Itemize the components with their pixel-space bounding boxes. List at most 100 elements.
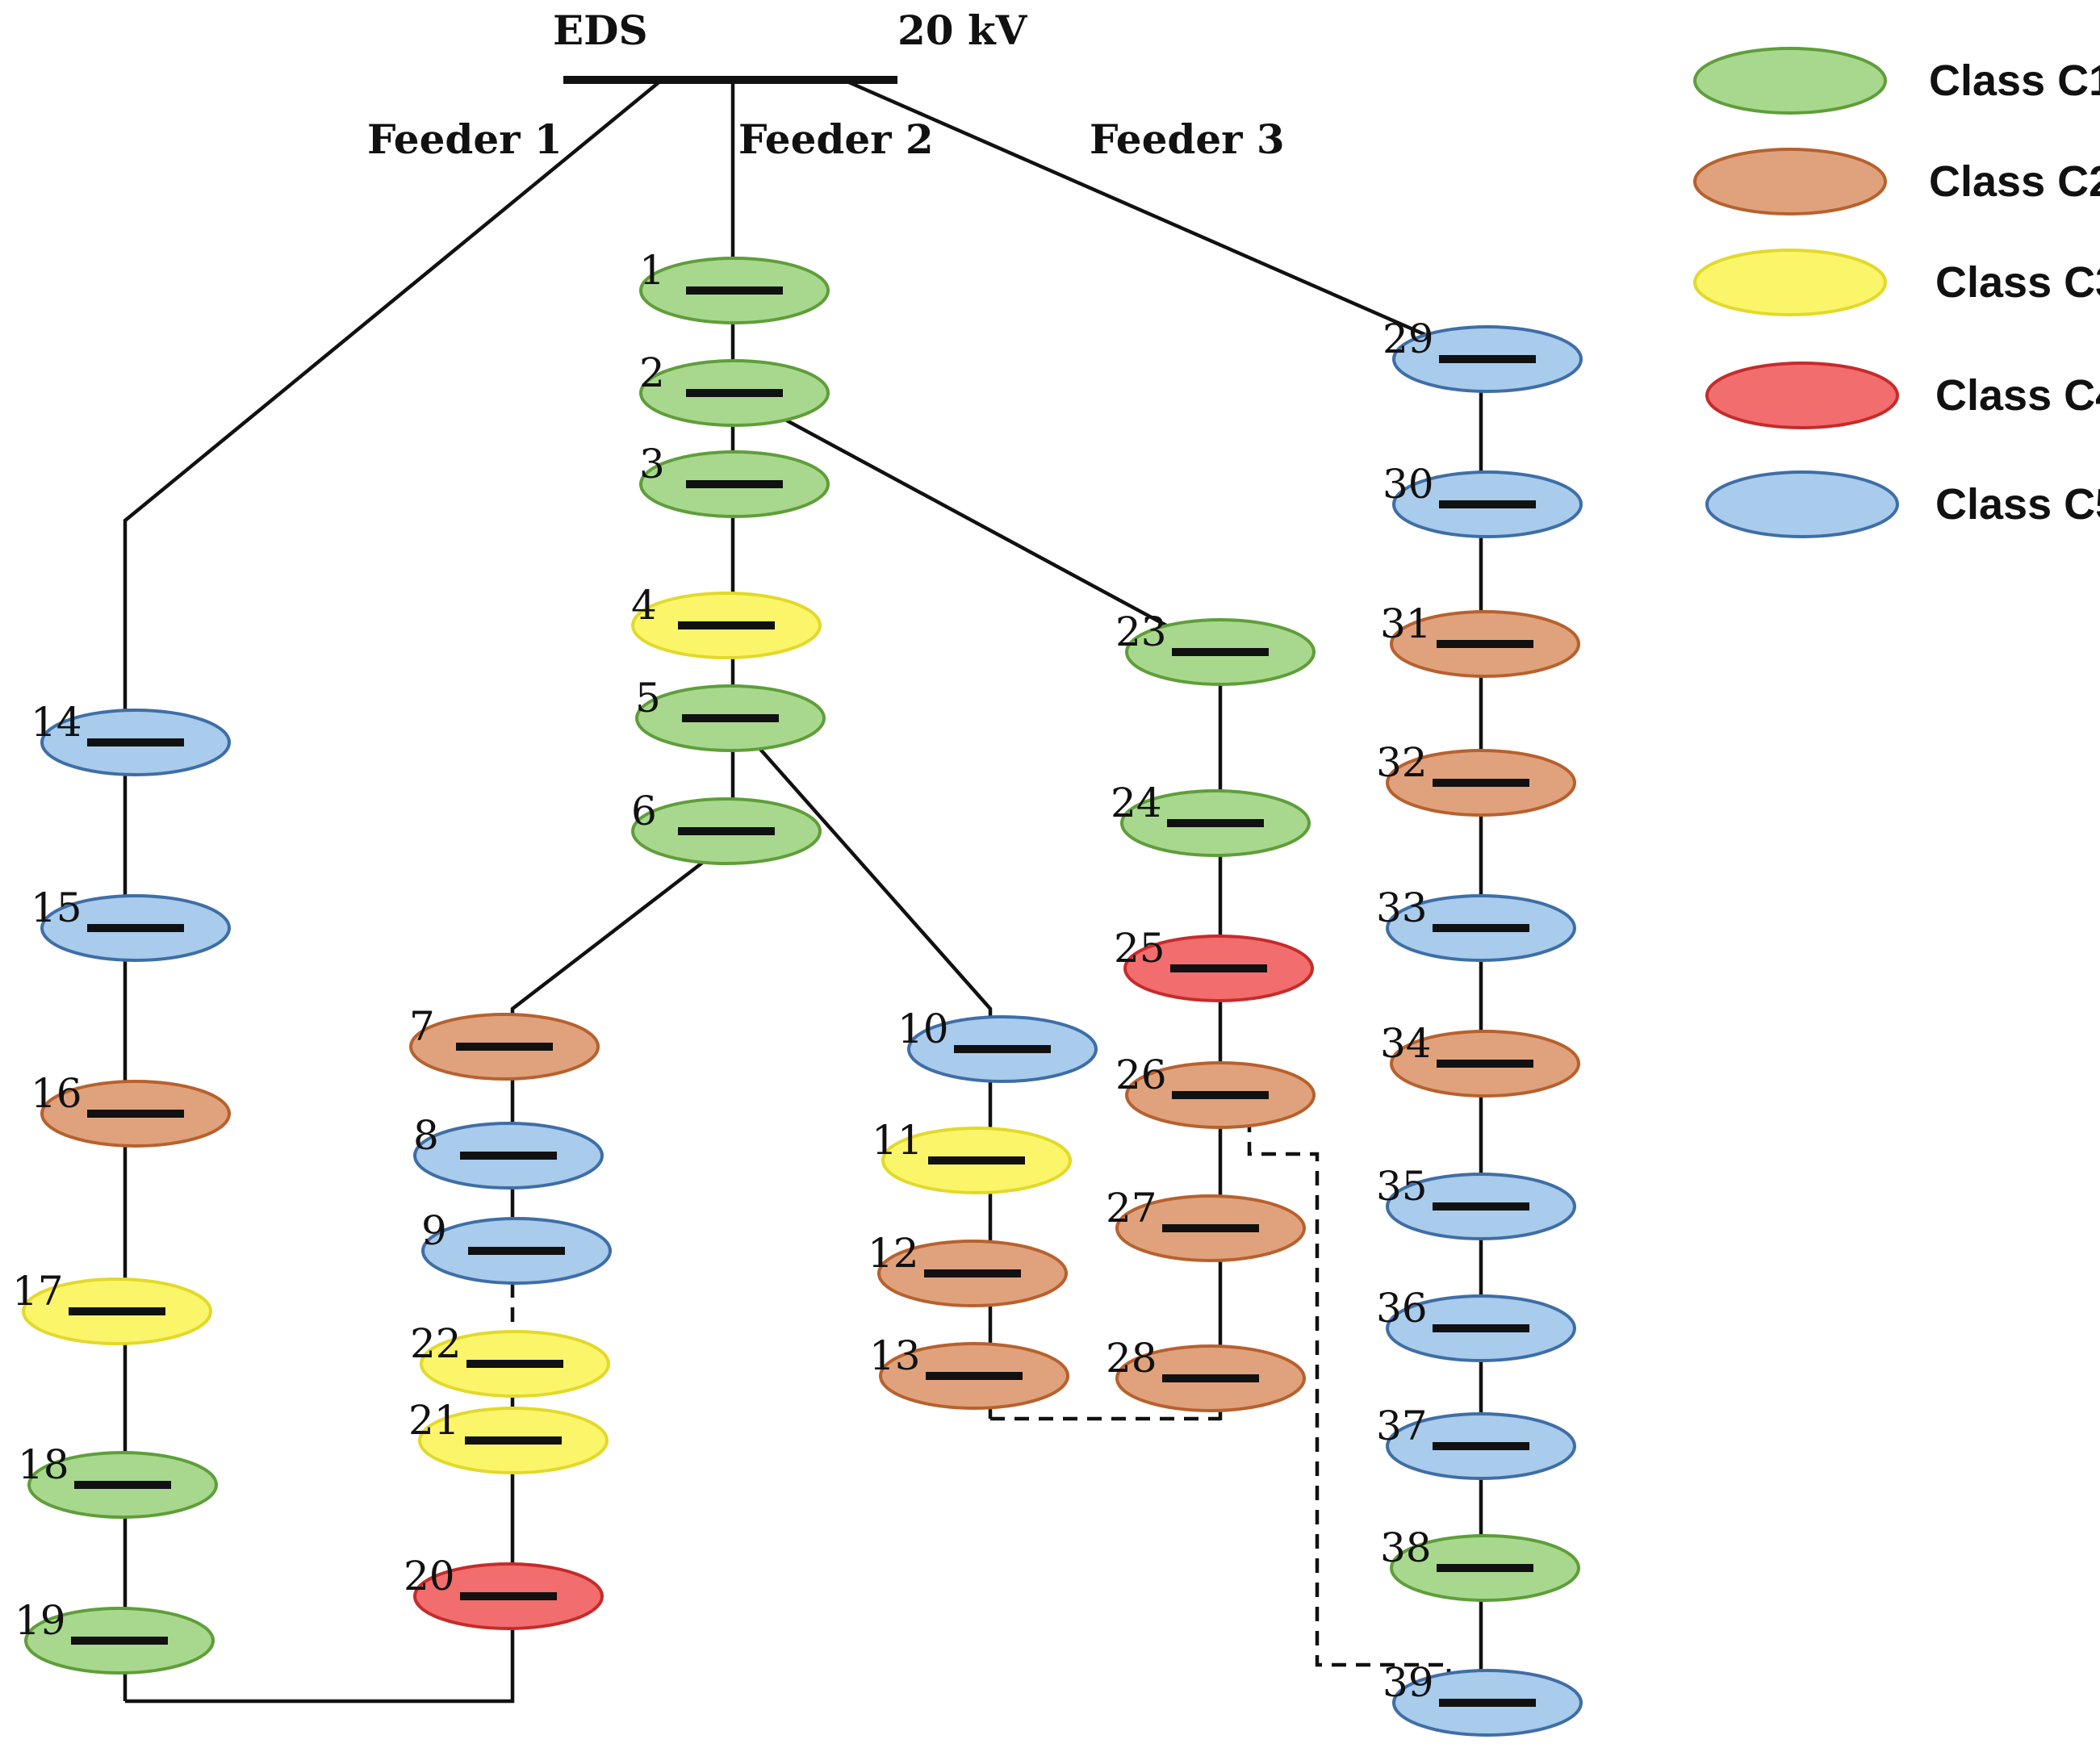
bus-number-14: 14 [31, 699, 82, 746]
legend-label-c2: Class C2 [1929, 157, 2100, 206]
bus-node-31: 31 [1380, 600, 1580, 678]
legend-swatch-c5 [1705, 470, 1899, 538]
bus-node-32: 32 [1376, 739, 1576, 817]
bus-node-16: 16 [31, 1070, 231, 1148]
bus-number-11: 11 [872, 1117, 923, 1164]
bus-node-19: 19 [15, 1597, 215, 1675]
tie-26-to-39 [1247, 1118, 1451, 1695]
bus-number-30: 30 [1383, 461, 1434, 508]
bus-node-23: 23 [1115, 608, 1316, 686]
bus-node-12: 12 [868, 1230, 1068, 1307]
legend-swatch-c1 [1693, 47, 1887, 115]
bus-node-36: 36 [1376, 1285, 1576, 1362]
bus-node-9: 9 [421, 1207, 612, 1285]
bus-node-25: 25 [1114, 925, 1314, 1002]
bus-number-29: 29 [1383, 316, 1434, 362]
bus-node-18: 18 [18, 1441, 218, 1519]
bus-number-28: 28 [1106, 1335, 1157, 1382]
bus-number-20: 20 [404, 1553, 455, 1599]
line-19-to-20 [125, 1598, 515, 1704]
bus-node-11: 11 [872, 1117, 1072, 1194]
bus-number-15: 15 [31, 884, 82, 931]
bus-node-34: 34 [1380, 1020, 1580, 1098]
bus-number-18: 18 [18, 1441, 69, 1488]
bus-number-34: 34 [1380, 1020, 1432, 1067]
legend-label-c1: Class C1 [1929, 56, 2100, 105]
bus-number-26: 26 [1115, 1052, 1167, 1098]
bus-number-13: 13 [869, 1332, 921, 1379]
feeder-3-label: Feeder 3 [1090, 115, 1285, 163]
bus-number-24: 24 [1111, 780, 1162, 826]
bus-node-7: 7 [409, 1003, 600, 1081]
bus-node-14: 14 [31, 699, 231, 776]
bus-node-37: 37 [1376, 1403, 1576, 1480]
bus-number-5: 5 [635, 675, 661, 721]
bus-number-39: 39 [1383, 1659, 1434, 1706]
bus-number-35: 35 [1376, 1163, 1428, 1210]
bus-number-16: 16 [31, 1070, 82, 1117]
bus-node-38: 38 [1380, 1524, 1580, 1602]
bus-number-2: 2 [639, 349, 665, 396]
bus-node-35: 35 [1376, 1163, 1576, 1240]
bus-node-6: 6 [631, 788, 822, 865]
network-lines [123, 77, 1483, 1714]
bus-node-28: 28 [1106, 1335, 1306, 1412]
legend-label-c4: Class C4 [1935, 371, 2100, 420]
bus-node-17: 17 [12, 1268, 212, 1345]
bus-node-4: 4 [631, 582, 822, 659]
bus-number-1: 1 [639, 247, 665, 294]
legend-label-c3: Class C3 [1935, 258, 2100, 307]
feeder-labels: Feeder 1 Feeder 2 Feeder 3 [367, 115, 1285, 163]
feeder-1-label: Feeder 1 [367, 115, 563, 163]
voltage-label: 20 kV [897, 6, 1028, 54]
bus-number-9: 9 [421, 1207, 447, 1254]
legend-swatch-c3 [1693, 249, 1887, 316]
source-header: EDS 20 kV [553, 6, 1028, 84]
bus-node-27: 27 [1106, 1185, 1306, 1262]
bus-number-36: 36 [1376, 1285, 1428, 1332]
source-label: EDS [553, 6, 648, 54]
feeder-2-label: Feeder 2 [738, 115, 934, 163]
bus-node-21: 21 [408, 1397, 609, 1474]
bus-node-22: 22 [410, 1320, 610, 1398]
bus-number-31: 31 [1380, 600, 1432, 647]
bus-number-17: 17 [12, 1268, 64, 1315]
bus-node-24: 24 [1111, 780, 1311, 857]
bus-node-15: 15 [31, 884, 231, 962]
bus-number-22: 22 [410, 1320, 462, 1367]
bus-number-32: 32 [1376, 739, 1428, 786]
bus-node-5: 5 [635, 675, 826, 752]
bus-node-1: 1 [639, 247, 830, 324]
bus-number-33: 33 [1376, 884, 1428, 931]
bus-number-8: 8 [413, 1112, 439, 1159]
line-2-to-23 [731, 390, 1220, 655]
bus-number-37: 37 [1376, 1403, 1428, 1449]
bus-nodes: 1234567891011121314151617181920212223242… [12, 247, 1583, 1737]
bus-number-6: 6 [631, 788, 657, 834]
legend-item-c2: Class C2 [1693, 148, 2100, 215]
legend-label-c5: Class C5 [1935, 480, 2100, 529]
bus-number-10: 10 [897, 1006, 949, 1052]
bus-node-8: 8 [413, 1112, 604, 1190]
legend-item-c5: Class C5 [1705, 470, 2100, 538]
legend-swatch-c4 [1705, 362, 1899, 429]
bus-node-2: 2 [639, 349, 830, 427]
bus-number-19: 19 [15, 1597, 66, 1644]
bus-node-13: 13 [869, 1332, 1069, 1410]
bus-number-4: 4 [631, 582, 657, 629]
bus-node-26: 26 [1115, 1052, 1316, 1129]
bus-number-27: 27 [1106, 1185, 1157, 1231]
bus-node-29: 29 [1383, 316, 1583, 393]
bus-node-20: 20 [404, 1553, 604, 1630]
legend-item-c1: Class C1 [1693, 47, 2100, 115]
bus-number-3: 3 [639, 441, 665, 487]
bus-number-7: 7 [409, 1003, 435, 1050]
bus-number-23: 23 [1115, 608, 1167, 655]
bus-node-30: 30 [1383, 461, 1583, 538]
bus-node-39: 39 [1383, 1659, 1583, 1737]
bus-node-3: 3 [639, 441, 830, 518]
bus-number-21: 21 [408, 1397, 460, 1444]
legend-item-c3: Class C3 [1693, 249, 2100, 316]
bus-number-38: 38 [1380, 1524, 1432, 1571]
